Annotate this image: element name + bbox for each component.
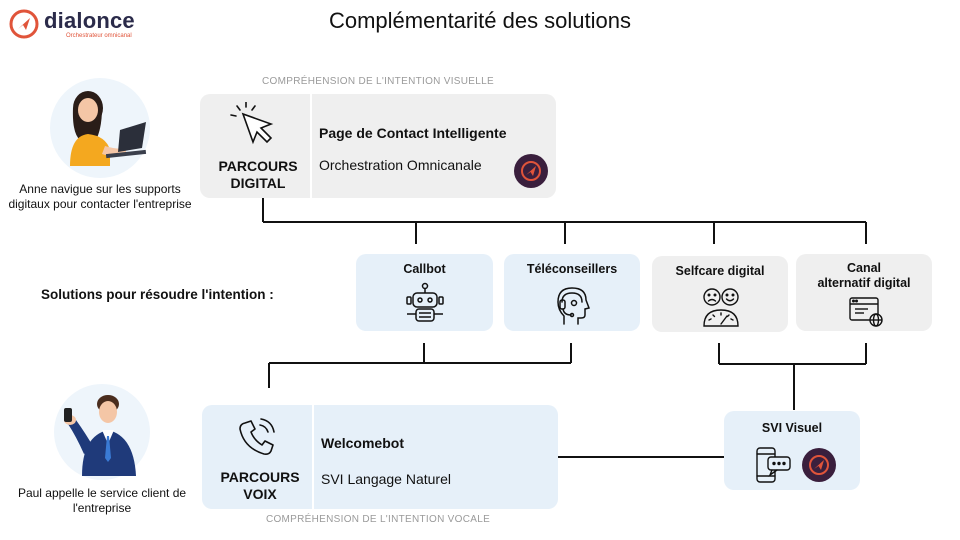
solution-title: Canal alternatif digital	[796, 261, 932, 291]
omnichannel-subtitle: Orchestration Omnicanale	[319, 157, 482, 173]
caption-voice-intent: COMPRÉHENSION DE L'INTENTION VOCALE	[265, 514, 491, 525]
parcours-voix-label: PARCOURS VOIX	[202, 469, 318, 503]
solution-title: Selfcare digital	[675, 264, 765, 278]
brand-name: dialonce	[44, 8, 135, 33]
solution-card-selfcare[interactable]: Selfcare digital	[652, 256, 788, 332]
solution-title: Téléconseillers	[526, 262, 618, 276]
smileys-gauge-icon	[703, 288, 739, 327]
parcours-digital-label: PARCOURS DIGITAL	[200, 158, 316, 192]
page-title: Complémentarité des solutions	[328, 8, 632, 33]
svi-natural-language-subtitle: SVI Langage Naturel	[321, 471, 451, 487]
parcours-digital-label-line1: PARCOURS	[218, 158, 298, 174]
parcours-voix-card[interactable]: PARCOURS VOIX Welcomebot SVI Langage Nat…	[202, 405, 558, 509]
persona-paul-avatar	[54, 384, 150, 480]
solution-title: Callbot	[403, 262, 446, 276]
robot-icon	[406, 282, 444, 322]
headset-agent-icon	[557, 287, 590, 325]
solution-title-line1: Canal	[846, 261, 882, 275]
brand-logo[interactable]: dialonce Orchestrateur omnicanal	[8, 8, 158, 42]
solution-card-teleconseillers[interactable]: Téléconseillers	[504, 254, 640, 331]
parcours-voix-label-line2: VOIX	[243, 486, 277, 502]
parcours-voix-label-line1: PARCOURS	[220, 469, 300, 485]
solutions-label: Solutions pour résoudre l'intention :	[41, 287, 274, 302]
solution-card-callbot[interactable]: Callbot	[356, 254, 493, 331]
smartphone-chat-icon	[756, 447, 791, 483]
persona-anne-text: Anne navigue sur les supports digitaux p…	[8, 182, 192, 211]
brand-tagline: Orchestrateur omnicanal	[66, 33, 132, 39]
dialonce-logo-icon	[9, 9, 39, 39]
brand-badge-icon	[514, 154, 548, 188]
contact-page-heading: Page de Contact Intelligente	[319, 125, 507, 141]
card-divider	[310, 94, 312, 198]
card-divider	[312, 405, 314, 509]
cursor-click-icon	[230, 102, 274, 145]
persona-anne-avatar	[50, 78, 150, 178]
brand-badge-icon	[802, 448, 836, 482]
parcours-digital-label-line2: DIGITAL	[230, 175, 286, 191]
welcomebot-heading: Welcomebot	[321, 435, 404, 451]
caption-visual-intent: COMPRÉHENSION DE L'INTENTION VISUELLE	[262, 76, 494, 87]
browser-globe-icon	[849, 297, 883, 327]
svi-visuel-card[interactable]: SVI Visuel	[724, 411, 860, 490]
phone-ringing-icon	[239, 418, 275, 455]
woman-laptop-icon	[70, 91, 147, 166]
solution-card-canal-alternatif[interactable]: Canal alternatif digital	[796, 254, 932, 331]
parcours-digital-card[interactable]: PARCOURS DIGITAL Page de Contact Intelli…	[200, 94, 556, 198]
persona-paul-text: Paul appelle le service client de l'entr…	[17, 486, 187, 515]
solution-title-line2: alternatif digital	[817, 276, 911, 290]
svi-visuel-title: SVI Visuel	[761, 421, 823, 435]
man-phone-icon	[64, 395, 136, 476]
